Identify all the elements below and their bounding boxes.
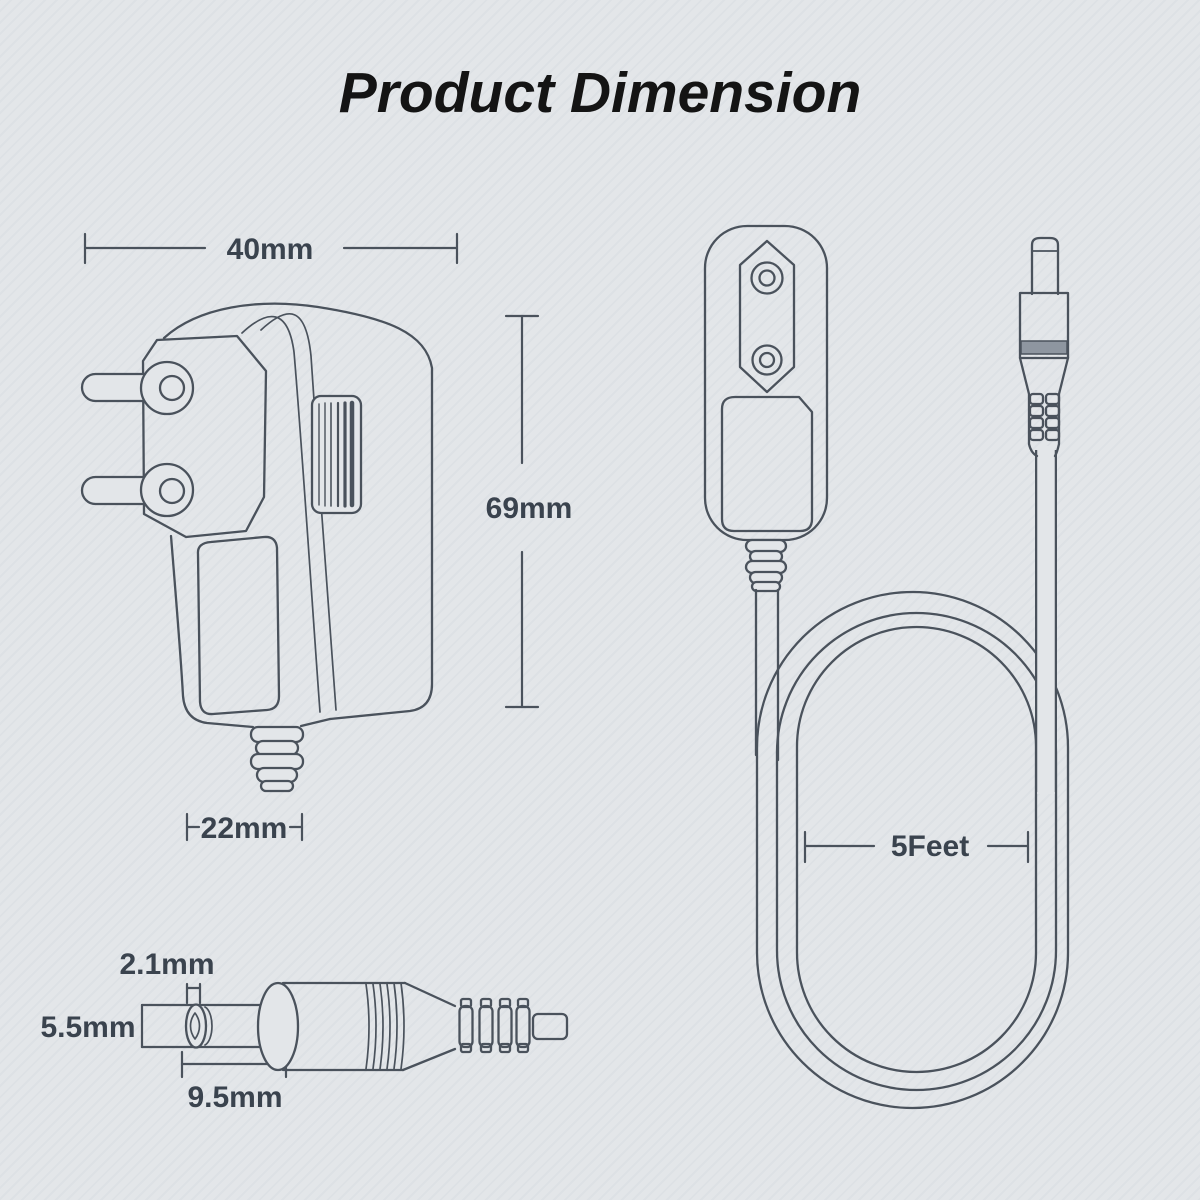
dc-plug-strain-ribs [1028, 392, 1061, 442]
plug-pin-top [80, 360, 195, 416]
dimension-cable-length: 5Feet [803, 830, 1030, 864]
connector-body-face [256, 981, 300, 1072]
barrel-rim [184, 1003, 208, 1049]
page-title: Product Dimension [339, 61, 862, 125]
label-recess [196, 535, 281, 716]
cable-stub-end [531, 1012, 569, 1041]
dimension-pin-bracket [185, 982, 202, 1005]
dc-plug-tip [1030, 236, 1060, 296]
pin-hole-bottom [751, 344, 783, 376]
adapter-front-view-drawing [703, 224, 829, 762]
pin-hole-top [750, 261, 784, 295]
plug-face-plate [141, 334, 268, 539]
adapter-body-lower-left-outline [169, 534, 255, 729]
strain-relief [249, 725, 305, 793]
barrel-outer-diameter-label: 5.5mm [40, 1011, 135, 1044]
grip-ribs [310, 394, 363, 515]
adapter-height-label: 69mm [486, 492, 573, 525]
adapter-base-width-label: 22mm [201, 812, 288, 845]
cable-length-label: 5Feet [891, 830, 969, 863]
adapter-body-outline [162, 302, 434, 721]
plug-pin-bottom [80, 462, 195, 518]
adapter-side-view-drawing [80, 302, 434, 793]
knurl-band [365, 982, 405, 1070]
dc-connector-drawing: 2.1mm 5.5mm 9.5mm [40, 948, 569, 1114]
dc-plug-drawing [1018, 236, 1070, 458]
shell-edge-line [241, 315, 321, 713]
connector-strain-ribs [458, 997, 531, 1054]
adapter-width-label: 40mm [227, 233, 314, 266]
dc-plug-band [1020, 340, 1068, 355]
dimension-adapter-base-width: 22mm [185, 812, 304, 845]
pin-hole [189, 1012, 201, 1040]
pin-inner-diameter-label: 2.1mm [119, 948, 214, 981]
adapter-front-outline [703, 224, 829, 542]
cable-loop [755, 590, 1070, 1110]
pin-recess-hexagon [738, 239, 796, 394]
dc-plug-body [1018, 291, 1070, 360]
front-strain-relief [744, 538, 788, 593]
front-label-recess [720, 395, 814, 533]
barrel-length-label: 9.5mm [187, 1081, 282, 1114]
dimension-adapter-height: 69mm [486, 314, 573, 709]
dimension-adapter-width: 40mm [83, 232, 459, 266]
